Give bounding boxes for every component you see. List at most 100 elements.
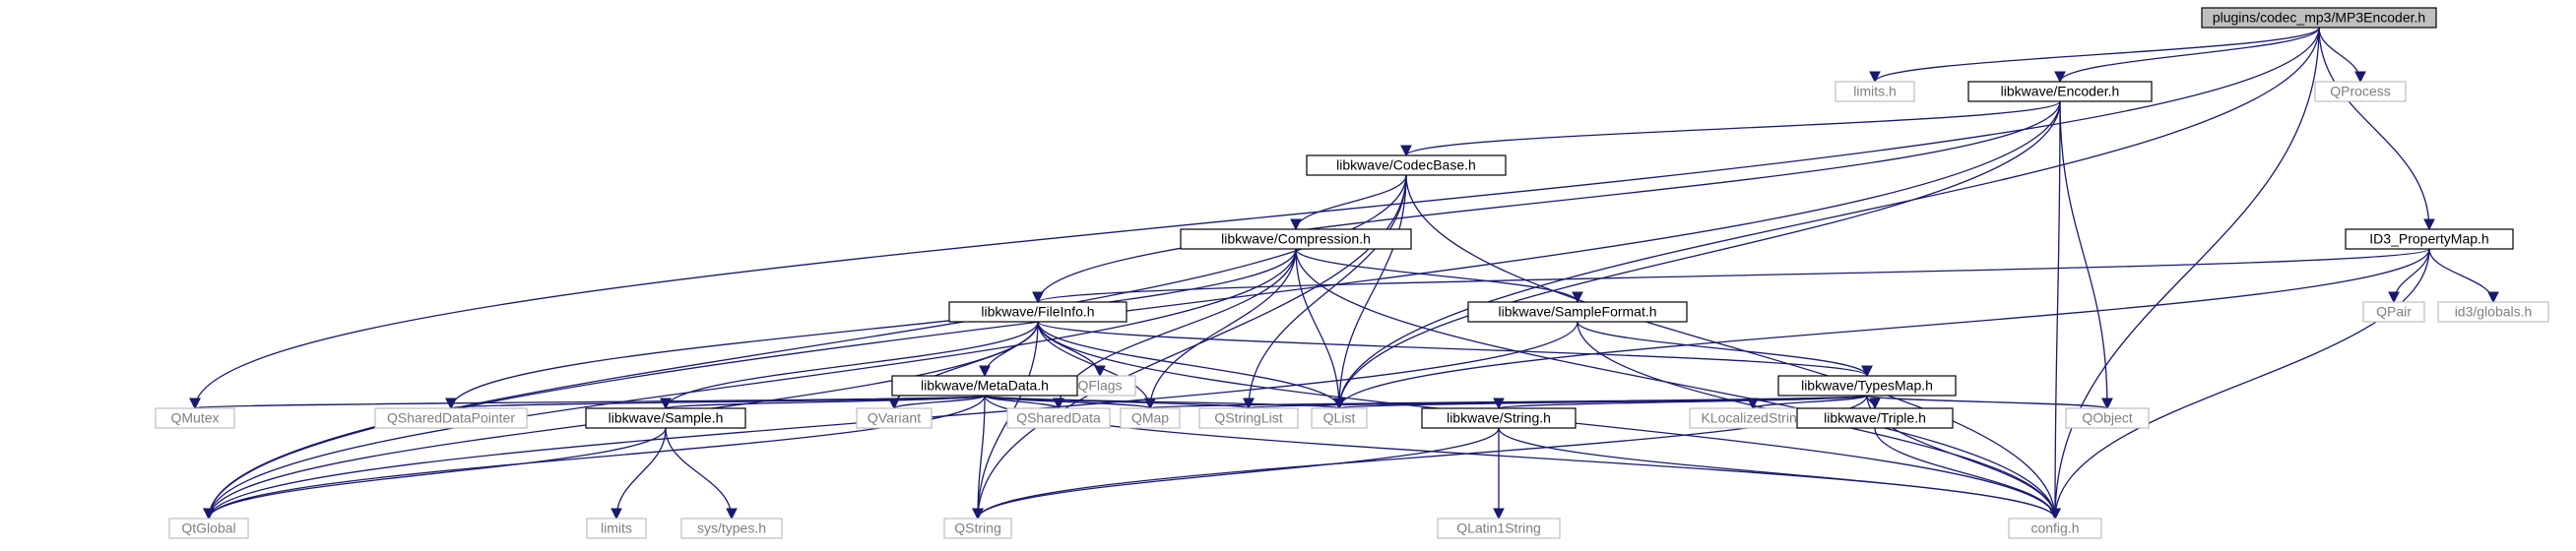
edge-mp3encoder-to-id3map xyxy=(2318,27,2435,231)
node-metadata[interactable]: libkwave/MetaData.h xyxy=(891,375,1078,397)
node-triple[interactable]: libkwave/Triple.h xyxy=(1796,407,1954,429)
edge-id3map-to-config xyxy=(2049,248,2430,520)
node-box xyxy=(1437,518,1561,539)
node-qobject: QObject xyxy=(2065,407,2150,429)
node-typesmap[interactable]: libkwave/TypesMap.h xyxy=(1777,375,1957,397)
edge-encoder-to-config xyxy=(2049,100,2061,520)
node-box xyxy=(2437,301,2549,323)
node-box xyxy=(2201,7,2437,29)
node-box xyxy=(155,407,235,429)
edge-sample-to-qtglobal xyxy=(203,427,667,520)
node-label: QSharedData xyxy=(1016,410,1101,426)
node-box xyxy=(1467,301,1688,323)
node-encoder[interactable]: libkwave/Encoder.h xyxy=(1967,81,2153,102)
edge-triple-to-config xyxy=(1874,427,2061,520)
edge-codecbase-to-qlist xyxy=(1333,174,1407,410)
node-label: libkwave/CodecBase.h xyxy=(1336,157,1476,173)
edge-mp3encoder-to-encoder xyxy=(2054,27,2320,84)
node-label: QList xyxy=(1323,410,1356,426)
edge-string-to-config xyxy=(1498,427,2061,520)
node-label: libkwave/Encoder.h xyxy=(2001,84,2120,99)
node-qvariant: QVariant xyxy=(856,407,933,429)
node-fileinfo[interactable]: libkwave/FileInfo.h xyxy=(948,301,1127,323)
node-label: libkwave/FileInfo.h xyxy=(981,304,1094,320)
node-box xyxy=(1306,154,1507,176)
node-label: KLocalizedString xyxy=(1701,410,1804,426)
node-label: libkwave/MetaData.h xyxy=(921,378,1049,394)
node-label: limits xyxy=(601,520,632,536)
node-label: QLatin1String xyxy=(1456,520,1541,536)
node-label: sys/types.h xyxy=(697,520,766,536)
edge-fileinfo-to-sample xyxy=(660,321,1039,410)
node-box xyxy=(586,518,647,539)
edge-encoder-to-qlist xyxy=(1333,100,2061,410)
edge-typesmap-to-qobject xyxy=(1866,395,2113,410)
edge-id3map-to-id3globals xyxy=(2428,248,2499,304)
edge-id3map-to-qlist xyxy=(1333,248,2430,410)
node-box xyxy=(1120,407,1181,429)
node-label: libkwave/Sample.h xyxy=(609,410,724,426)
node-mp3encoder[interactable]: plugins/codec_mp3/MP3Encoder.h xyxy=(2201,7,2437,29)
node-box xyxy=(374,407,528,429)
node-label: libkwave/String.h xyxy=(1447,410,1551,426)
node-box xyxy=(2008,518,2102,539)
edge-codecbase-to-qstring xyxy=(972,174,1407,520)
node-label: QSharedDataPointer xyxy=(387,410,515,426)
edge-mp3encoder-to-qprocess xyxy=(2318,27,2366,84)
node-box xyxy=(2345,228,2514,250)
node-label: QProcess xyxy=(2330,84,2390,99)
node-label: QFlags xyxy=(1077,378,1122,394)
node-box xyxy=(168,518,249,539)
edge-id3map-to-fileinfo xyxy=(1032,248,2430,304)
node-label: QObject xyxy=(2082,410,2132,426)
node-label: QMap xyxy=(1131,410,1169,426)
node-label: plugins/codec_mp3/MP3Encoder.h xyxy=(2213,10,2425,26)
node-label: libkwave/TypesMap.h xyxy=(1801,378,1933,394)
node-systypes: sys/types.h xyxy=(680,518,783,539)
node-label: ID3_PropertyMap.h xyxy=(2369,231,2488,247)
edge-mp3encoder-to-config xyxy=(2049,27,2320,520)
node-box xyxy=(1180,228,1412,250)
node-box xyxy=(856,407,933,429)
edge-compression-to-qlist xyxy=(1295,248,1345,410)
node-qlatin1string: QLatin1String xyxy=(1437,518,1561,539)
edge-compression-to-qtglobal xyxy=(203,248,1297,520)
node-qstringlist: QStringList xyxy=(1198,407,1299,429)
edges-layer xyxy=(189,27,2499,520)
node-box xyxy=(585,407,746,429)
node-string[interactable]: libkwave/String.h xyxy=(1421,407,1577,429)
node-box xyxy=(1796,407,1954,429)
node-codecbase[interactable]: libkwave/CodecBase.h xyxy=(1306,154,1507,176)
node-box xyxy=(943,518,1012,539)
edge-sample-to-limits xyxy=(611,427,667,520)
node-box xyxy=(2065,407,2150,429)
node-box xyxy=(948,301,1127,323)
edge-typesmap-to-klocalizedstring xyxy=(1747,395,1868,410)
node-box xyxy=(1311,407,1368,429)
node-sampleformat[interactable]: libkwave/SampleFormat.h xyxy=(1467,301,1688,323)
node-id3map[interactable]: ID3_PropertyMap.h xyxy=(2345,228,2514,250)
node-box xyxy=(891,375,1078,397)
node-box xyxy=(1835,81,1915,102)
node-box xyxy=(1006,407,1111,429)
edge-metadata-to-qlist xyxy=(984,395,1345,410)
edge-encoder-to-qobject xyxy=(2059,100,2113,410)
node-label: QPair xyxy=(2376,304,2412,320)
node-label: QVariant xyxy=(868,410,921,426)
node-config: config.h xyxy=(2008,518,2102,539)
node-sample[interactable]: libkwave/Sample.h xyxy=(585,407,746,429)
node-label: QMutex xyxy=(170,410,219,426)
node-box xyxy=(2362,301,2425,323)
node-qshareddatapointer: QSharedDataPointer xyxy=(374,407,528,429)
edge-sample-to-systypes xyxy=(665,427,738,520)
edge-metadata-to-qvariant xyxy=(888,395,986,410)
node-label: QStringList xyxy=(1214,410,1282,426)
node-compression[interactable]: libkwave/Compression.h xyxy=(1180,228,1412,250)
node-box xyxy=(680,518,783,539)
edge-string-to-qstring xyxy=(972,427,1500,520)
node-qlist: QList xyxy=(1311,407,1368,429)
node-label: libkwave/SampleFormat.h xyxy=(1498,304,1656,320)
edge-metadata-to-qtglobal xyxy=(203,395,986,520)
